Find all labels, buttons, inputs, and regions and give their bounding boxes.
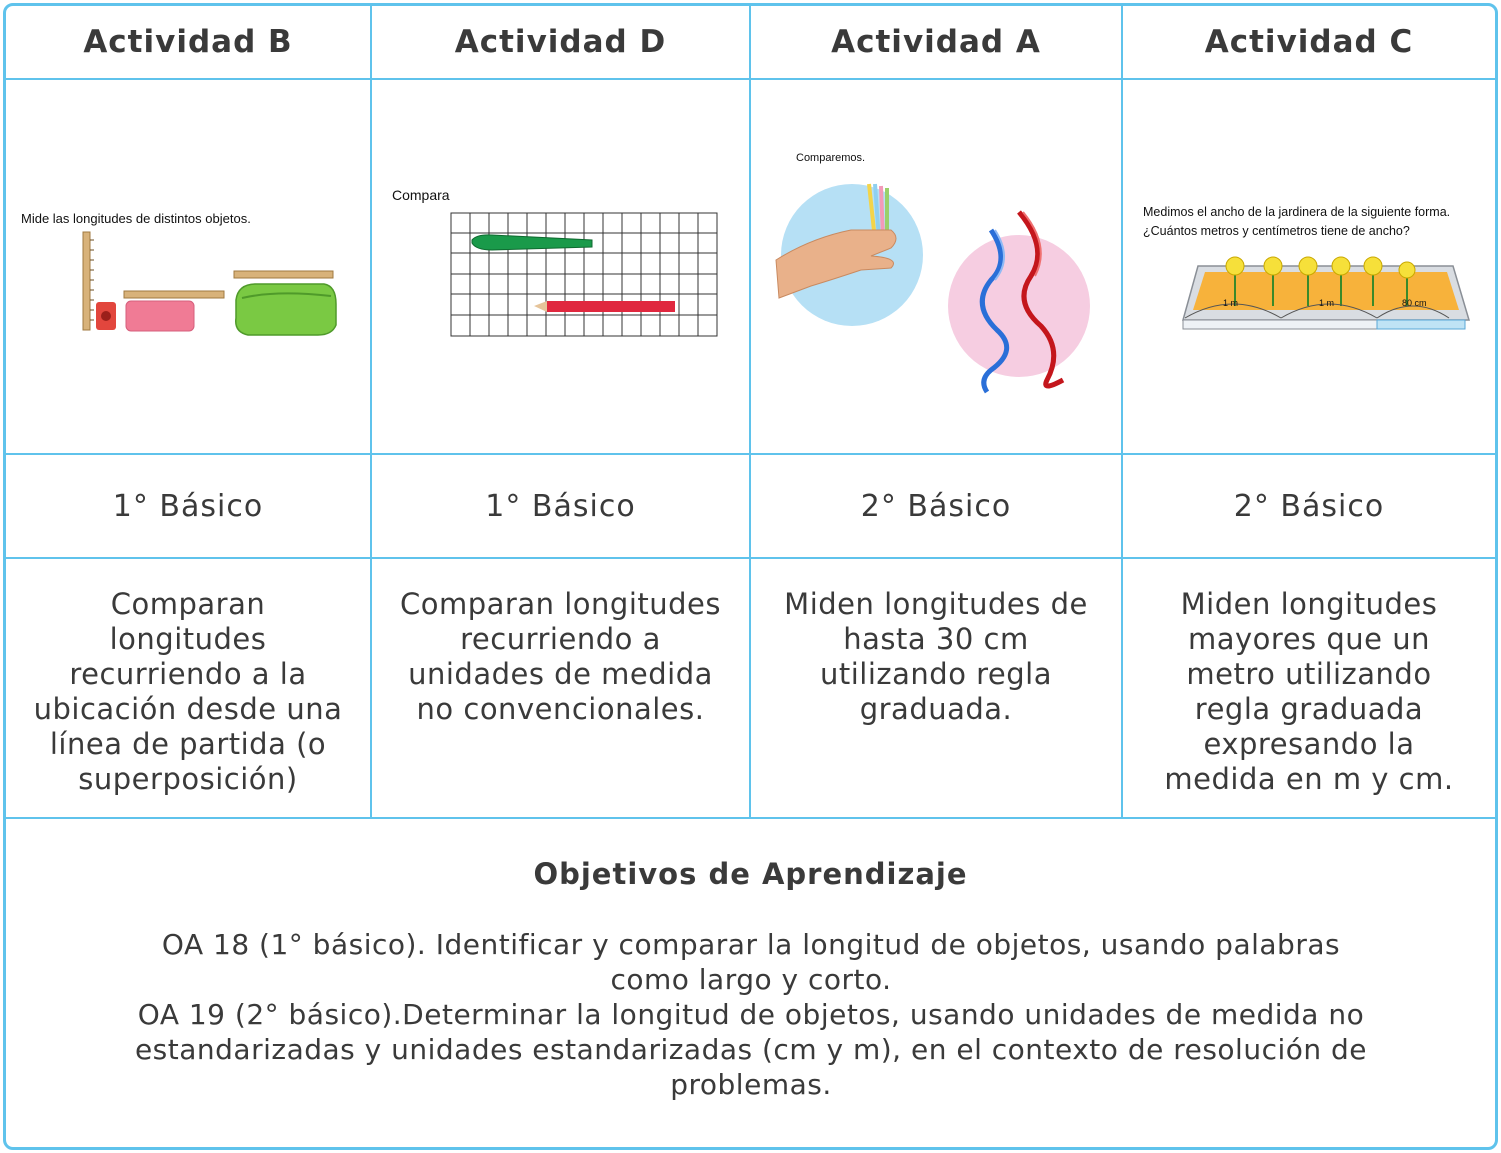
planter-soil [1193,272,1459,310]
vertical-ruler [82,231,91,331]
heading-activity-b: Actividad B [6,6,372,80]
grid-compare-illustration: Compara [392,187,718,337]
caption-activity-c-line2: ¿Cuántos metros y centímetros tiene de a… [1143,224,1410,238]
grade-activity-c: 2° Básico [1123,455,1495,559]
caption-activity-c-line1: Medimos el ancho de la jardinera de la s… [1143,205,1450,219]
heading-activity-a: Actividad A [751,6,1123,80]
grade-activity-b: 1° Básico [6,455,372,559]
description-activity-a: Miden longitudes de hasta 30 cm utilizan… [751,559,1123,819]
label-80cm: 80 cm [1402,298,1427,308]
objectives-text: OA 18 (1° básico). Identificar y compara… [126,927,1376,1102]
activities-grid: Actividad B Actividad D Actividad A Acti… [6,6,1495,819]
description-activity-b: Comparan longitudes recurriendo a la ubi… [6,559,372,819]
square-grid [450,212,718,337]
label-1m-second: 1 m [1319,298,1334,308]
objectives-title: Objetivos de Aprendizaje [533,857,968,891]
objective-oa18: OA 18 (1° básico). Identificar y compara… [161,928,1341,996]
pink-circle [948,235,1090,377]
caption-activity-d: Compara [392,187,450,203]
objective-oa19: OA 19 (2° básico).Determinar la longitud… [134,998,1368,1101]
description-activity-c: Miden longitudes mayores que un metro ut… [1123,559,1495,819]
red-ribbon [1017,210,1065,389]
grade-activity-a: 2° Básico [751,455,1123,559]
learning-objectives-section: Objetivos de Aprendizaje OA 18 (1° básic… [6,819,1495,1147]
blue-ribbon [979,228,1009,394]
eraser [125,300,195,332]
green-pen [471,234,593,251]
red-pencil [547,301,675,312]
horizontal-ruler-small [123,290,225,299]
measure-objects-illustration: Mide las longitudes de distintos objetos… [21,211,337,336]
grade-activity-d: 1° Básico [372,455,751,559]
image-activity-c: Medimos el ancho de la jardinera de la s… [1123,80,1495,455]
hand [775,229,897,299]
label-1m-first: 1 m [1223,298,1238,308]
description-activity-d: Comparan longitudes recurriendo a unidad… [372,559,751,819]
caption-activity-b: Mide las longitudes de distintos objetos… [21,211,251,226]
pencil-case [235,283,337,336]
caption-activity-a: Comparemos. [796,152,865,164]
image-activity-d: Compara [372,80,751,455]
heading-activity-d: Actividad D [372,6,751,80]
activities-table-frame: Actividad B Actividad D Actividad A Acti… [3,3,1498,1150]
image-activity-b: Mide las longitudes de distintos objetos… [6,80,372,455]
horizontal-ruler-long [233,270,334,279]
ruler-ticks [90,239,94,321]
image-activity-a: Comparemos. [751,80,1123,455]
heading-activity-c: Actividad C [1123,6,1495,80]
planter-measure-illustration: Medimos el ancho de la jardinera de la s… [1143,205,1471,330]
ribbons-compare-illustration: Comparemos. [775,152,1090,394]
flowers [1225,256,1416,306]
pencil-tip [534,301,547,312]
